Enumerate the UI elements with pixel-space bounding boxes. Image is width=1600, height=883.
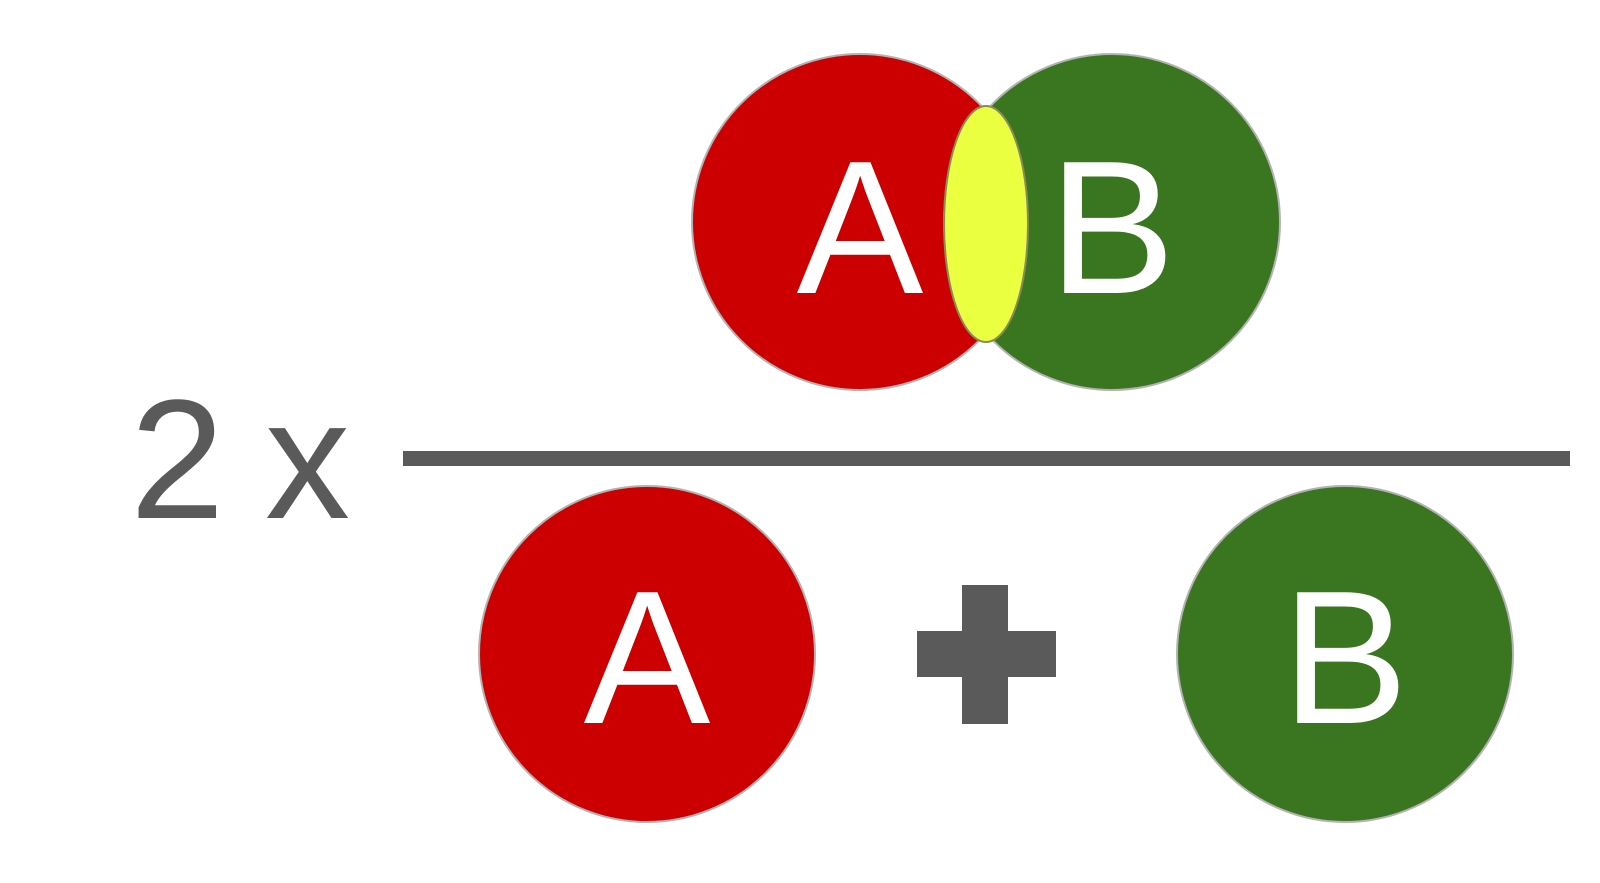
intersection-lens xyxy=(943,105,1029,343)
denominator-sum-group: A B xyxy=(478,485,1514,823)
plus-icon xyxy=(917,585,1056,724)
denominator-set-b-label: B xyxy=(1282,552,1409,764)
multiplier-coefficient: 2 xyxy=(130,365,225,555)
numerator-set-a-label: A xyxy=(797,122,924,334)
denominator-set-a-label: A xyxy=(584,552,711,764)
numerator-set-b-label: B xyxy=(1049,122,1176,334)
numerator-intersection-group: A B xyxy=(691,53,1281,391)
denominator-set-b-circle xyxy=(1176,485,1514,823)
fraction-bar xyxy=(403,451,1570,466)
multiplier-times-symbol: x xyxy=(265,365,350,555)
denominator-set-a-circle xyxy=(478,485,816,823)
